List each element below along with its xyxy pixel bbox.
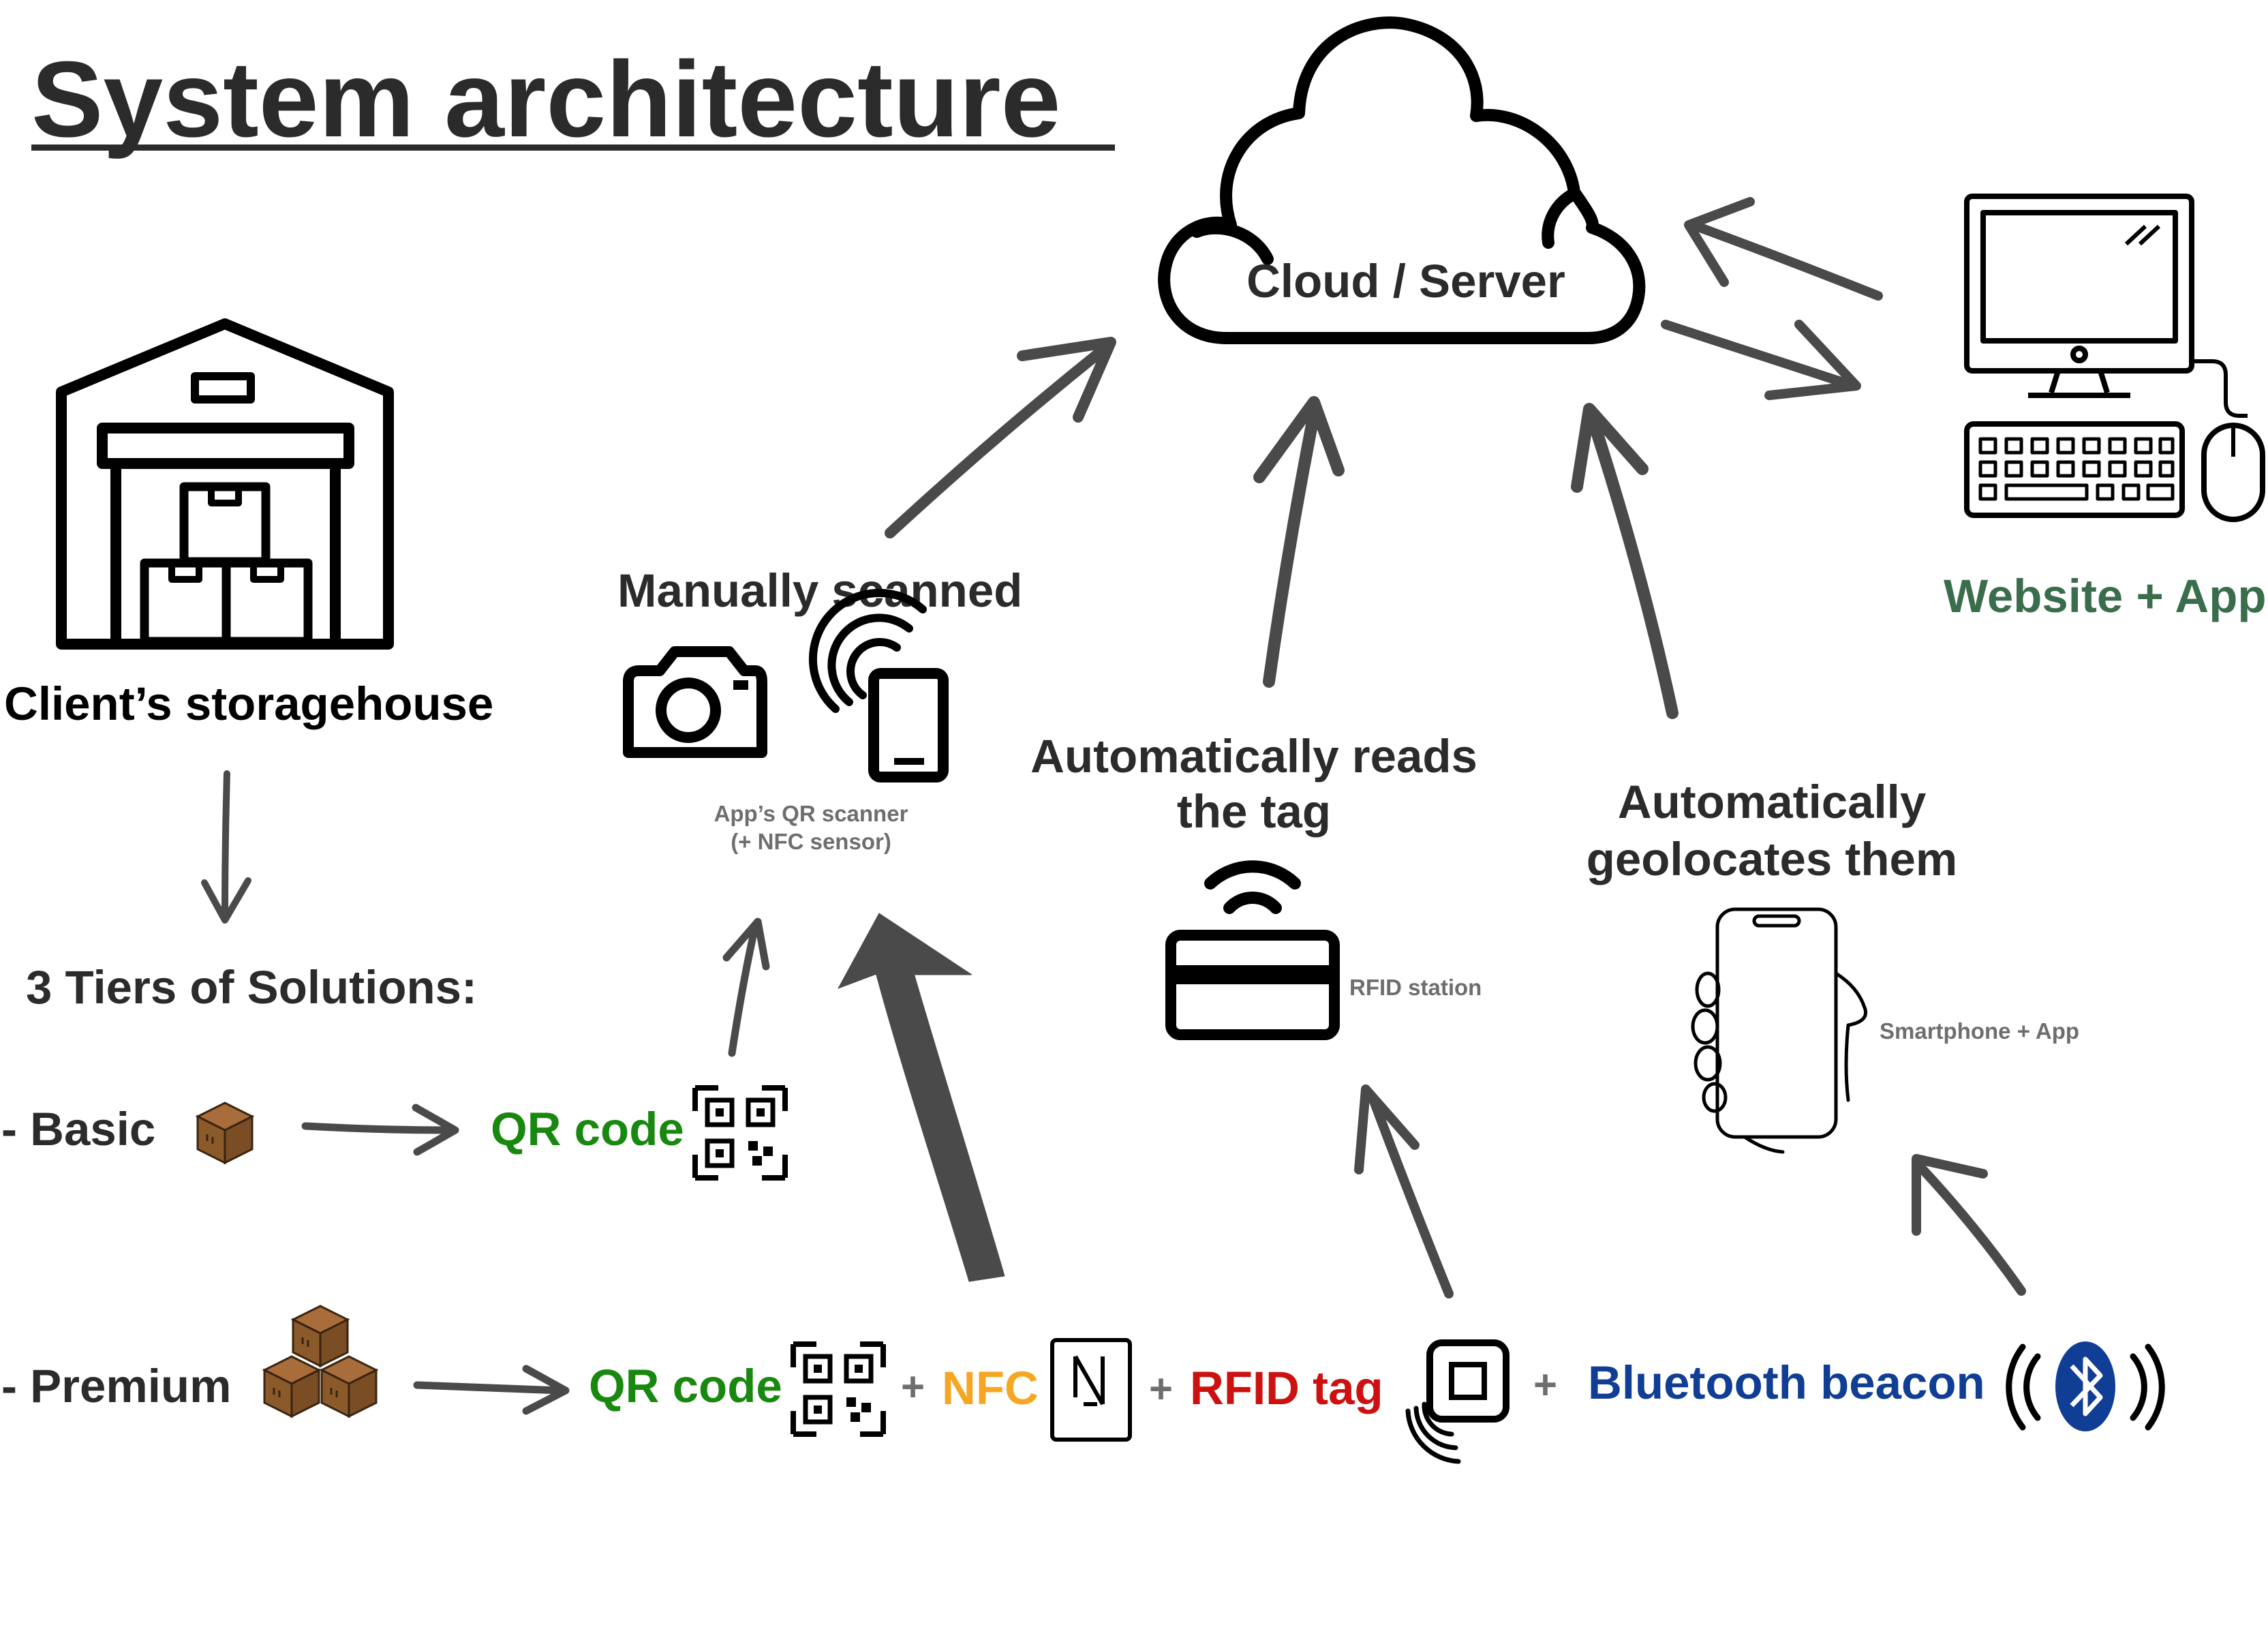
arrow-cloud-to-website (1661, 320, 1861, 400)
computer-icon (1964, 194, 2265, 522)
camera-icon (623, 646, 767, 758)
manual-heading: Manually scanned (617, 564, 1022, 617)
geolocate-heading-line1: Automatically (1618, 776, 1926, 828)
qr-icon (695, 1088, 785, 1178)
geolocate-caption: Smartphone + App (1880, 1018, 2079, 1044)
arrow-manual-to-cloud (885, 337, 1116, 538)
nfc-card-icon (1050, 1338, 1132, 1442)
arrow-storage-to-tiers (201, 770, 251, 924)
arrow-rfidtag-to-station (1354, 1084, 1454, 1299)
arrow-premium-to-qr (413, 1365, 570, 1415)
website-label: Website + App (1944, 570, 2267, 622)
nfc-phone-icon (808, 588, 949, 783)
warehouse-icon (56, 318, 394, 650)
arrow-website-to-cloud (1684, 197, 1883, 301)
boxes-icon (263, 1305, 378, 1418)
storagehouse-label: Client’s storagehouse (4, 678, 493, 730)
title-text: System architecture (31, 40, 1061, 160)
rfid-heading-line1: Automatically reads (1030, 730, 1477, 783)
nfc-label: NFC (942, 1362, 1039, 1414)
rfid-tag-label: RFID tag (1190, 1362, 1383, 1414)
title-underline (31, 145, 1115, 151)
bluetooth-icon (2006, 1341, 2165, 1431)
arrow-qr-to-manual (722, 917, 770, 1057)
arrow-basic-to-qr (301, 1104, 459, 1156)
arrow-bluetooth-to-phone (1912, 1154, 2026, 1296)
geolocate-heading-line2: geolocates them (1587, 833, 1958, 885)
bluetooth-beacon-label: Bluetooth beacon (1588, 1356, 1985, 1409)
page-title: System architecture (31, 40, 1115, 160)
manual-caption-line1: App’s QR scanner (714, 801, 908, 826)
arrow-premium-to-manual (838, 913, 1005, 1282)
rfid-station-caption: RFID station (1349, 975, 1482, 1000)
plus-sign: + (901, 1364, 925, 1410)
plus-sign: + (1533, 1362, 1557, 1408)
hand-phone-icon (1691, 907, 1867, 1154)
box-icon (196, 1102, 254, 1164)
rfid-heading-line2: the tag (1177, 785, 1331, 838)
tiers-heading: 3 Tiers of Solutions: (26, 961, 477, 1014)
premium-qr-label: QR code (589, 1360, 782, 1412)
basic-tier-label: - Basic (1, 1103, 155, 1155)
plus-sign: + (1149, 1366, 1173, 1412)
basic-qr-label: QR code (491, 1103, 684, 1155)
premium-tier-label: - Premium (1, 1360, 231, 1412)
qr-icon (793, 1344, 883, 1434)
cloud-icon (1158, 16, 1646, 344)
rfid-station-icon (1165, 860, 1340, 1040)
arrow-geolocate-to-cloud (1571, 403, 1679, 719)
manual-caption-line2: (+ NFC sensor) (731, 829, 891, 854)
arrow-rfid-to-cloud (1253, 396, 1345, 688)
rfid-tag-icon (1405, 1339, 1510, 1464)
cloud-label: Cloud / Server (1246, 255, 1565, 307)
